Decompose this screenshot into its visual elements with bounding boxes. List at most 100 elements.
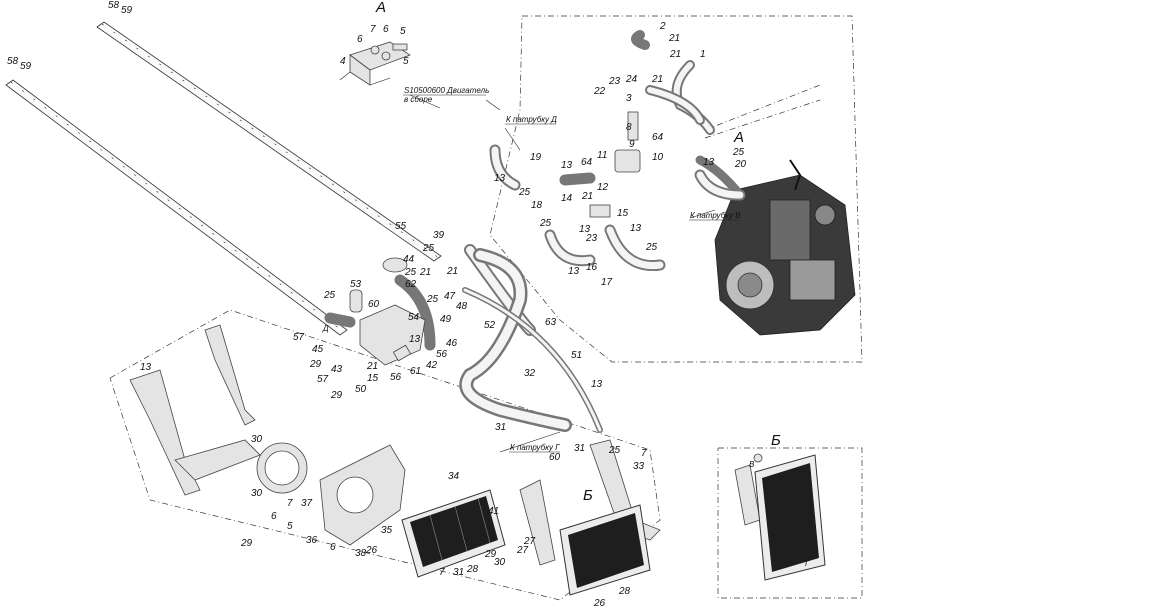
callout: 33 (633, 461, 645, 472)
callout: 23 (608, 76, 621, 87)
callout: 7 (641, 448, 647, 459)
callout: 61 (410, 366, 421, 377)
view-letter-b-inset: Б (771, 432, 781, 449)
panel-strip-upper (96, 21, 442, 262)
callout: 7 (439, 567, 445, 578)
callout: 25 (404, 267, 417, 278)
callout: 32 (524, 368, 536, 379)
callout: 21 (668, 33, 680, 44)
callout: 59 (121, 5, 133, 16)
callout: 62 (405, 279, 417, 290)
callout: 13 (561, 160, 573, 171)
callout: 55 (395, 221, 407, 232)
note-to-pipe-d: К патрубку Д (506, 115, 557, 124)
callout: 13 (703, 157, 715, 168)
frame-and-brackets (129, 324, 761, 566)
callout: 48 (456, 301, 468, 312)
callout: 12 (597, 182, 609, 193)
view-letter-a-engine: А (733, 129, 744, 146)
callout: 46 (446, 338, 458, 349)
callout: 54 (408, 312, 420, 323)
callout: 60 (368, 299, 380, 310)
callout: 5 (287, 521, 293, 532)
callout: 11 (597, 150, 607, 161)
callout: 60 (549, 452, 561, 463)
callout: 13 (494, 173, 506, 184)
callout: 27 (523, 536, 536, 547)
callout: 37 (301, 498, 313, 509)
callout: 34 (448, 471, 460, 482)
callout: 49 (440, 314, 452, 325)
callout: 64 (652, 132, 664, 143)
callout: 21 (581, 191, 593, 202)
callout: 43 (331, 364, 343, 375)
callout-labels: 58 59 58 59 7 6 6 5 4 5 2 21 21 1 23 24 … (7, 0, 747, 608)
callout: 13 (409, 334, 421, 345)
callout: 25 (539, 218, 552, 229)
callout: 50 (355, 384, 367, 395)
callout: 8 (626, 122, 632, 133)
callout: 25 (426, 294, 439, 305)
callout: 25 (518, 187, 531, 198)
callout: 59 (20, 61, 32, 72)
callout: 31 (574, 443, 585, 454)
callout: 29 (240, 538, 253, 549)
callout: 31 (453, 567, 464, 578)
letter-mark-g: Г (805, 559, 810, 568)
view-letter-a-top: А (375, 0, 386, 16)
engine-group-boundary (489, 15, 863, 363)
callout: 6 (357, 34, 363, 45)
callout: 38 (355, 548, 367, 559)
callout: 47 (444, 291, 456, 302)
callout: 15 (367, 373, 379, 384)
callout: 26 (365, 545, 378, 556)
callout: 63 (545, 317, 557, 328)
callout: 36 (306, 535, 318, 546)
engine-hoses (489, 30, 746, 272)
callout: 28 (618, 586, 631, 597)
callout: 2 (659, 21, 666, 32)
callout: 13 (579, 224, 591, 235)
callout: 22 (593, 86, 606, 97)
callout: 14 (561, 193, 573, 204)
callout: 58 (108, 0, 120, 11)
letter-mark-v: В (749, 460, 755, 469)
callout: 25 (422, 243, 435, 254)
callout: 17 (601, 277, 613, 288)
callout: 21 (651, 74, 663, 85)
callout: 7 (370, 24, 376, 35)
callout: 52 (484, 320, 496, 331)
callout: 25 (732, 147, 745, 158)
callout: 30 (251, 434, 263, 445)
callout: 9 (629, 139, 635, 150)
callout: 16 (586, 262, 598, 273)
callout: 18 (531, 200, 543, 211)
callout: 44 (403, 254, 415, 265)
callout: 13 (568, 266, 580, 277)
radiator-group-boundary (109, 309, 661, 601)
callout: 5 (403, 56, 409, 67)
note-to-pipe-g: К патрубку Г (510, 443, 560, 452)
callout: 3 (626, 93, 632, 104)
callout: 6 (330, 542, 336, 553)
callout: 64 (581, 157, 593, 168)
callout: 13 (630, 223, 642, 234)
callout: 57 (293, 332, 305, 343)
letter-mark-d: Д (322, 324, 329, 333)
callout: 21 (366, 361, 378, 372)
callout: 56 (390, 372, 402, 383)
callout: 58 (7, 56, 19, 67)
radiator-inset-b (753, 453, 826, 581)
callout: 21 (669, 49, 681, 60)
callout: 41 (488, 506, 499, 517)
callout: 42 (426, 360, 438, 371)
engine-assembly (695, 155, 856, 336)
expansion-tank-group (324, 244, 603, 433)
callout: 27 (516, 545, 529, 556)
callout: 5 (400, 26, 406, 37)
view-letter-b-radiator: Б (583, 487, 593, 504)
callout: 53 (350, 279, 362, 290)
callout: 19 (530, 152, 542, 163)
callout: 6 (271, 511, 277, 522)
callout: 57 (317, 374, 329, 385)
